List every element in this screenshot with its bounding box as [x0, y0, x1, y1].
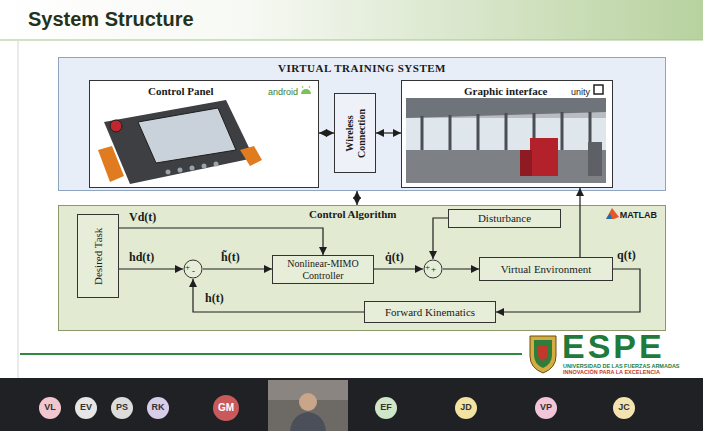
- label-slot: VL: [35, 403, 65, 412]
- signal-name: h̃(t): [220, 251, 241, 265]
- node-label: VIRTUAL TRAINING SYSTEM: [278, 62, 446, 75]
- label-slot: VP: [531, 403, 561, 412]
- summing-junction: +-: [183, 259, 203, 279]
- graphic-interface-box: Graphic interface unity: [401, 80, 613, 188]
- node-caption: +: [431, 265, 436, 274]
- signal-connector: [433, 218, 448, 259]
- label-slot: EV: [71, 403, 101, 412]
- signal-name: h(t): [204, 292, 225, 306]
- node-caption: unity: [571, 87, 590, 97]
- edge-label-slot: h̃(t): [220, 251, 241, 265]
- signal-name: q̇(t): [384, 251, 405, 265]
- signal-connector: [356, 191, 357, 205]
- participant-initials: JD: [451, 403, 481, 412]
- controller-box: Nonlinear-MIMO Controller: [272, 255, 374, 284]
- node-caption: android: [268, 87, 298, 97]
- signal-connector: [443, 268, 479, 269]
- signal-connector: [374, 268, 423, 269]
- control-panel-box: Control Panel android: [89, 80, 319, 188]
- node-label: Forward Kinematics: [385, 306, 475, 319]
- edge-label-slot: hd(t): [128, 251, 155, 265]
- signal-connector: [496, 269, 640, 312]
- label-slot: ESPE: [562, 331, 665, 362]
- teach-pendant: [98, 100, 262, 184]
- edge-label-slot: Vd(t): [128, 211, 157, 225]
- signal-name: hd(t): [128, 251, 155, 265]
- label-slot: JD: [451, 403, 481, 412]
- node-label: Nonlinear-MIMO Controller: [277, 258, 369, 281]
- footer-rule: [20, 353, 522, 355]
- participant-initials: EV: [71, 403, 101, 412]
- node-label: Control Algorithm: [309, 208, 397, 221]
- signal-name: q(t): [616, 249, 637, 263]
- summing-junction: ++: [423, 259, 443, 279]
- edge-label-slot: q(t): [616, 249, 637, 263]
- edge-label-slot: q̇(t): [384, 251, 405, 265]
- signal-connector: [376, 132, 401, 133]
- matlab-logo: [606, 208, 619, 219]
- node-label: +: [185, 263, 190, 272]
- node-label: Control Panel: [148, 85, 214, 98]
- node-caption: MATLAB: [620, 210, 657, 220]
- camera-tile: [268, 380, 348, 431]
- participant-initials: EF: [371, 403, 401, 412]
- signal-connector: [319, 132, 334, 133]
- video-strip: [0, 378, 703, 431]
- participant-initials: JC: [609, 403, 639, 412]
- slide-edge: [18, 41, 19, 378]
- disturbance-box: Disturbance: [448, 209, 561, 228]
- forward-kinematics-box: Forward Kinematics: [364, 301, 496, 323]
- header-band: [0, 0, 703, 40]
- virtual-scene: [406, 98, 606, 183]
- node-label: Graphic interface: [464, 85, 547, 98]
- node-label: Disturbance: [478, 212, 531, 225]
- virtual-environment-box: Virtual Environment: [479, 257, 613, 281]
- signal-connector: [119, 228, 323, 255]
- label-slot: RK: [143, 403, 173, 412]
- signal-name: Vd(t): [128, 211, 157, 225]
- participant-initials: VL: [35, 403, 65, 412]
- label-slot: GM: [211, 403, 241, 413]
- signal-connector: [119, 268, 183, 269]
- node-label: Wireless Connection: [344, 96, 367, 170]
- edge-label-slot: h(t): [204, 292, 225, 306]
- signal-connector: [203, 268, 272, 269]
- desired-task-box: Desired Task: [77, 214, 119, 298]
- node-label: Desired Task: [92, 217, 105, 295]
- title-slot: System Structure: [28, 8, 194, 31]
- android-logo: [301, 86, 311, 94]
- logo-wordmark: ESPE: [562, 331, 665, 362]
- logo-tagline: INNOVACIÓN PARA LA EXCELENCIA: [563, 370, 660, 376]
- node-label: +: [425, 263, 430, 272]
- participant-initials: VP: [531, 403, 561, 412]
- system-panel: VIRTUAL TRAINING SYSTEM Control Panel andr…: [58, 57, 666, 191]
- signal-connector: [579, 188, 580, 257]
- label-slot: INNOVACIÓN PARA LA EXCELENCIA: [563, 370, 660, 376]
- signal-connector: [193, 279, 364, 312]
- label-slot: JC: [609, 403, 639, 412]
- unity-logo: [594, 85, 603, 94]
- participant-initials: GM: [211, 403, 241, 413]
- participant-initials: RK: [143, 403, 173, 412]
- label-slot: PS: [107, 403, 137, 412]
- wireless-box: Wireless Connection: [334, 93, 376, 173]
- logo-tagline: UNIVERSIDAD DE LAS FUERZAS ARMADAS: [563, 364, 680, 370]
- label-slot: UNIVERSIDAD DE LAS FUERZAS ARMADAS: [563, 364, 680, 370]
- label-slot: EF: [371, 403, 401, 412]
- control-algorithm-panel: Control AlgorithmMATLABDesired Task+-Non…: [58, 205, 666, 331]
- header-rule: [0, 40, 703, 41]
- participant-initials: PS: [107, 403, 137, 412]
- node-label: Virtual Environment: [501, 263, 592, 276]
- slide-title: System Structure: [28, 8, 194, 31]
- node-caption: -: [192, 267, 195, 276]
- university-shield: [530, 336, 556, 373]
